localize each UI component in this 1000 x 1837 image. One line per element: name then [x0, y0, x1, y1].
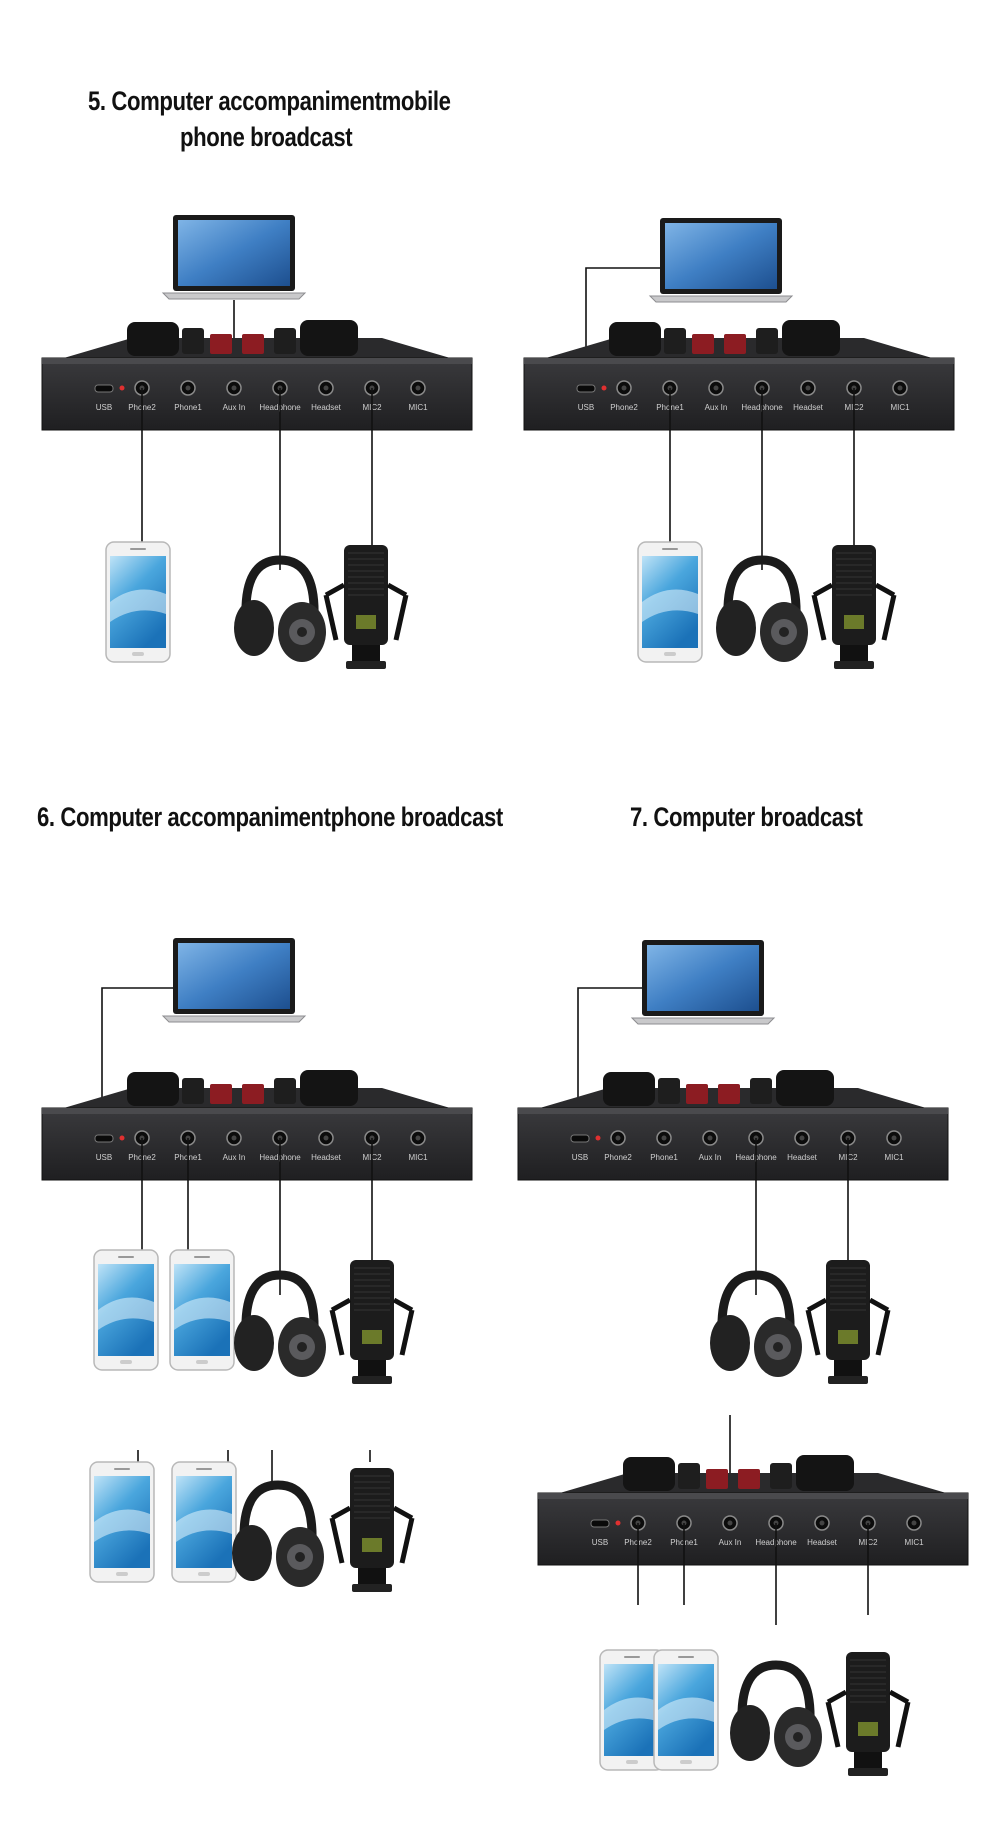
port-label-aux_in: Aux In [719, 1538, 742, 1547]
microphone-icon [825, 1652, 911, 1776]
headphones-icon [234, 555, 326, 662]
port-label-headset: Headset [787, 1153, 818, 1162]
laptop-icon [161, 215, 307, 300]
port-label-mic1: MIC1 [408, 403, 428, 412]
phone-icon [637, 541, 703, 663]
port-label-usb: USB [592, 1538, 608, 1547]
port-label-aux_in: Aux In [223, 403, 246, 412]
microphone-icon [805, 1260, 891, 1384]
port-label-headset: Headset [311, 1153, 342, 1162]
microphone-icon [329, 1468, 415, 1592]
port-label-mic1: MIC1 [904, 1538, 924, 1547]
title-7: 7. Computer broadcast [630, 802, 863, 832]
phone-icon [171, 1461, 237, 1583]
port-label-phone1: Phone1 [174, 403, 202, 412]
phone-icon [105, 541, 171, 663]
title-6: 6. Computer accompanimentphone broadcast [37, 802, 503, 832]
headphones-icon [234, 1270, 326, 1377]
port-label-mic1: MIC1 [890, 403, 910, 412]
title-5-line1: 5. Computer accompanimentmobile [88, 86, 451, 116]
cable-line [577, 987, 642, 1138]
laptop-icon [630, 940, 776, 1025]
microphone-icon [323, 545, 409, 669]
port-label-headset: Headset [807, 1538, 838, 1547]
headphones-icon [232, 1480, 324, 1587]
headphones-icon [730, 1660, 822, 1767]
laptop-icon [161, 938, 307, 1023]
port-label-headset: Headset [793, 403, 824, 412]
port-label-aux_in: Aux In [705, 403, 728, 412]
port-label-phone2: Phone2 [610, 403, 638, 412]
cable-line [101, 987, 173, 1138]
port-label-usb: USB [578, 403, 594, 412]
port-label-usb: USB [96, 1153, 112, 1162]
phone-icon [599, 1649, 665, 1771]
port-label-mic1: MIC1 [884, 1153, 904, 1162]
laptop-icon [648, 218, 794, 303]
headphones-icon [716, 555, 808, 662]
port-label-usb: USB [572, 1153, 588, 1162]
phone-icon [169, 1249, 235, 1371]
microphone-icon [811, 545, 897, 669]
port-label-aux_in: Aux In [699, 1153, 722, 1162]
microphone-icon [329, 1260, 415, 1384]
port-label-usb: USB [96, 403, 112, 412]
headphones-icon [710, 1270, 802, 1377]
phone-icon [93, 1249, 159, 1371]
phone-icon [653, 1649, 719, 1771]
port-label-aux_in: Aux In [223, 1153, 246, 1162]
port-label-mic1: MIC1 [408, 1153, 428, 1162]
port-label-headset: Headset [311, 403, 342, 412]
title-5-line2: phone broadcast [180, 122, 353, 152]
port-label-phone2: Phone2 [604, 1153, 632, 1162]
phone-icon [89, 1461, 155, 1583]
port-label-phone1: Phone1 [650, 1153, 678, 1162]
